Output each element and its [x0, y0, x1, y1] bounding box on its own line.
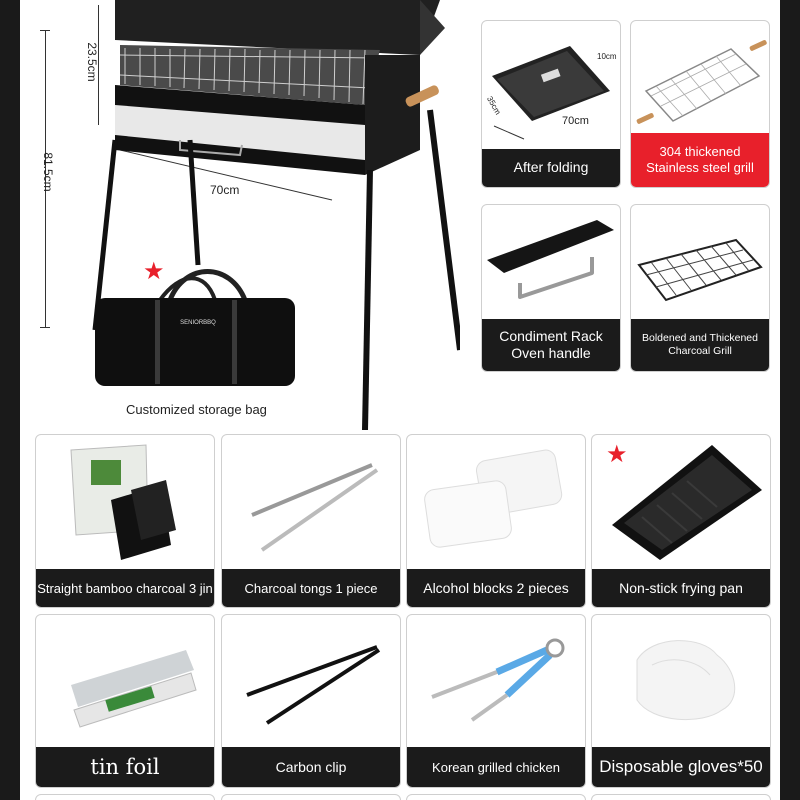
steel-grill-image [636, 40, 767, 124]
caption-line: Condiment Rack [499, 327, 603, 344]
caption-line: Stainless steel grill [646, 160, 754, 175]
alcohol-blocks-image [424, 449, 563, 548]
caption-line: After folding [513, 159, 589, 176]
accessory-card-carbon-clip: Carbon clip [221, 614, 401, 788]
accessory-caption: Alcohol blocks 2 pieces [407, 569, 585, 607]
grill-hero: 81.5cm 23.5cm [20, 0, 460, 430]
accessory-card-charcoal: Straight bamboo charcoal 3 jin [35, 434, 215, 608]
feature-caption-steel-grill: 304 thickened Stainless steel grill [631, 133, 769, 187]
accessory-caption: tin foil [36, 747, 214, 787]
charcoal-grill-image [637, 238, 763, 302]
bag-brand-text: SENIORBBQ [180, 320, 216, 326]
star-icon: ★ [606, 441, 628, 468]
gloves-image [636, 640, 736, 721]
feature-card-folding: 10cm 35cm 70cm After folding [481, 20, 621, 188]
height-dimension-line [45, 30, 46, 328]
accessory-caption: Charcoal tongs 1 piece [222, 569, 400, 607]
accessory-card-frying-pan: ★ Non-stick frying pan [591, 434, 771, 608]
accessory-caption: Non-stick frying pan [592, 569, 770, 607]
fold-dim-length: 70cm [562, 115, 589, 127]
tin-foil-image [71, 650, 197, 728]
frying-pan-image [612, 445, 762, 560]
accessory-card-partial [221, 794, 401, 800]
caption-line: Boldened and Thickened [642, 331, 758, 344]
accessory-card-tin-foil: tin foil [35, 614, 215, 788]
height-tick-bottom [40, 327, 50, 328]
grill-illustration: SENIORBBQ [92, 0, 460, 430]
grill-height-line [98, 5, 99, 125]
height-tick-top [40, 30, 50, 31]
accessory-caption: Carbon clip [222, 747, 400, 787]
feature-card-steel-grill: 304 thickened Stainless steel grill [630, 20, 770, 188]
accessory-card-partial [35, 794, 215, 800]
feature-caption-charcoal-grill: Boldened and Thickened Charcoal Grill [631, 319, 769, 371]
condiment-rack-image [487, 220, 614, 299]
caption-line: Oven handle [511, 345, 591, 361]
feature-caption-folding: After folding [482, 149, 620, 187]
product-page: 81.5cm 23.5cm [20, 0, 780, 800]
accessory-caption: Disposable gloves*50 [592, 747, 770, 787]
accessory-caption: Straight bamboo charcoal 3 jin [36, 569, 214, 607]
charcoal-box-image [70, 444, 176, 560]
bag-caption: Customized storage bag [126, 402, 267, 417]
caption-line: 304 thickened [659, 143, 741, 159]
accessory-card-partial [591, 794, 771, 800]
dim-width: 70cm [210, 183, 240, 197]
folded-grill-image [492, 46, 610, 140]
accessory-card-alcohol-blocks: Alcohol blocks 2 pieces [406, 434, 586, 608]
carbon-clip-image [246, 645, 381, 725]
accessory-card-partial [406, 794, 586, 800]
korean-tongs-image [431, 638, 565, 722]
feature-card-condiment-rack: Condiment Rack Oven handle [481, 204, 621, 372]
feature-caption-condiment-rack: Condiment Rack Oven handle [482, 319, 620, 371]
star-icon: ★ [143, 258, 165, 285]
accessory-card-gloves: Disposable gloves*50 [591, 614, 771, 788]
accessory-card-korean-tongs: Korean grilled chicken [406, 614, 586, 788]
feature-card-charcoal-grill: Boldened and Thickened Charcoal Grill [630, 204, 770, 372]
caption-line: Charcoal Grill [668, 345, 732, 357]
tongs-image [251, 463, 379, 552]
accessory-card-tongs: Charcoal tongs 1 piece [221, 434, 401, 608]
accessory-caption: Korean grilled chicken [407, 747, 585, 787]
fold-dim-depth: 10cm [597, 52, 617, 61]
